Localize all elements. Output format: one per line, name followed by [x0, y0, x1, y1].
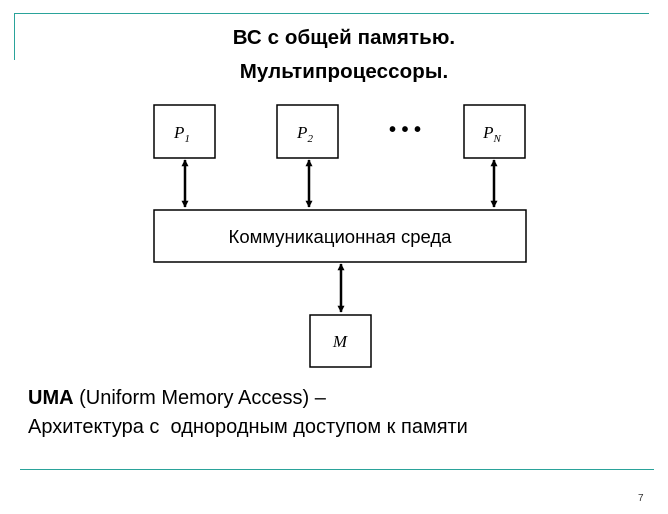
memory-label: M	[332, 332, 348, 351]
processor-label-2: P2	[296, 123, 313, 145]
processor-label-1: P1	[173, 123, 190, 145]
processor-label-n: PN	[482, 123, 501, 145]
page-number: 7	[638, 493, 644, 504]
uma-definition-line: UMA (Uniform Memory Access) –	[28, 387, 326, 410]
processor-box-1: P1	[153, 104, 216, 159]
communication-bus-label: Коммуникационная среда	[229, 226, 453, 247]
slide-title-line-2: Мультипроцессоры.	[239, 60, 449, 83]
processor-ellipsis: • • •	[389, 119, 421, 141]
uma-term: UMA	[28, 387, 74, 409]
slide-title-line-1: ВС с общей памятью.	[232, 26, 456, 49]
processor-box-n: PN	[463, 104, 526, 159]
communication-bus-box: Коммуникационная среда	[153, 209, 527, 263]
processor-box-2: P2	[276, 104, 339, 159]
left-decor-line	[14, 13, 15, 60]
bottom-decor-line	[20, 469, 654, 470]
uma-expansion: (Uniform Memory Access) –	[73, 387, 326, 409]
top-decor-line	[14, 13, 649, 14]
uma-description-line: Архитектура с однородным доступом к памя…	[28, 416, 468, 438]
memory-box: M	[309, 314, 372, 368]
